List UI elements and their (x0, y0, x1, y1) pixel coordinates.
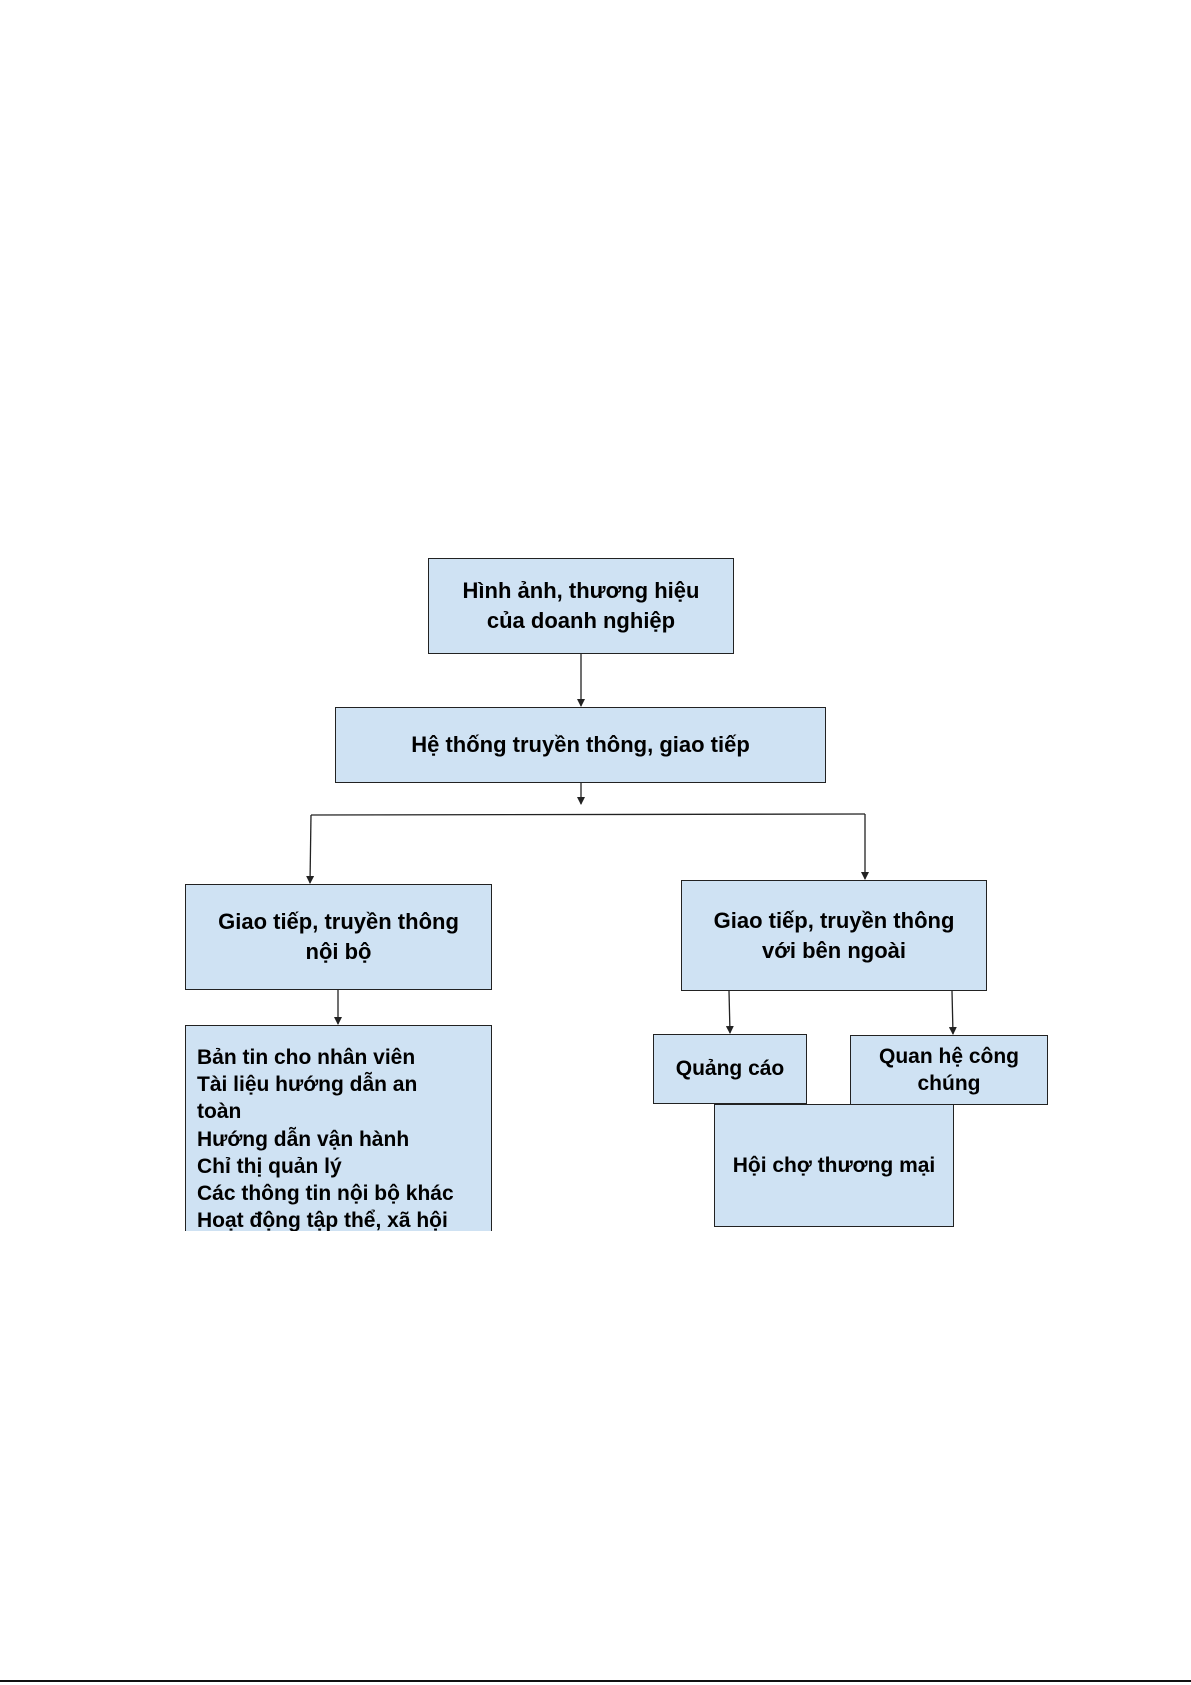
internal-list-item: Chỉ thị quản lý (197, 1154, 342, 1178)
node-public-relations-label: Quan hệ công chúng (878, 1045, 1019, 1095)
node-advertising-label: Quảng cáo (675, 1057, 785, 1080)
edge-external-to-pr (948, 990, 957, 1035)
internal-list-item: toàn (197, 1100, 242, 1124)
node-trade-fair-label: Hội chợ thương mại (732, 1153, 936, 1177)
page-bottom-rule (0, 1680, 1191, 1682)
internal-list-item: Hướng dẫn vận hành (197, 1127, 410, 1151)
internal-list-item: Bản tin cho nhân viên (197, 1046, 416, 1069)
node-internal-communication: Giao tiếp, truyền thông nội bộ (185, 884, 492, 990)
node-external-communication: Giao tiếp, truyền thông với bên ngoài (681, 880, 987, 991)
node-communication-system-label: Hệ thống truyền thông, giao tiếp (411, 732, 750, 757)
internal-list-item: Các thông tin nội bộ khác (197, 1182, 454, 1206)
node-brand-image-label: Hình ảnh, thương hiệu của doanh nghiệp (462, 578, 700, 633)
edge-system-to-internal (306, 814, 315, 884)
node-public-relations: Quan hệ công chúng (850, 1035, 1048, 1105)
node-trade-fair: Hội chợ thương mại (714, 1104, 954, 1227)
node-external-communication-label: Giao tiếp, truyền thông với bên ngoài (713, 907, 955, 963)
node-communication-system: Hệ thống truyền thông, giao tiếp (335, 707, 826, 783)
node-internal-channels-list: Bản tin cho nhân viên Tài liệu hướng dẫn… (185, 1025, 492, 1231)
node-advertising: Quảng cáo (653, 1034, 807, 1104)
node-brand-image: Hình ảnh, thương hiệu của doanh nghiệp (428, 558, 734, 654)
internal-list-item: Tài liệu hướng dẫn an (197, 1073, 418, 1097)
internal-list-item: Hoạt động tập thể, xã hội (197, 1209, 448, 1231)
edge-branch-horizontal (310, 813, 866, 816)
node-internal-communication-label: Giao tiếp, truyền thông nội bộ (218, 909, 459, 964)
edge-external-to-ads (725, 990, 734, 1034)
